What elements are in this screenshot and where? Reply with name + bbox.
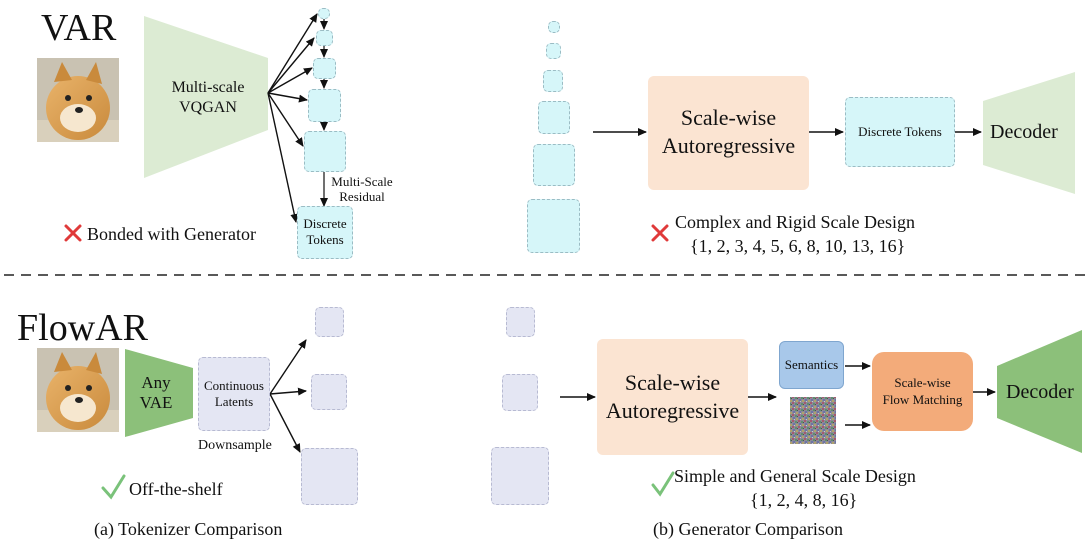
- var-decoder-shape: [983, 72, 1075, 194]
- discrete-tokens-line1: Discrete: [303, 216, 347, 231]
- gen-latent-scale-1: [506, 307, 535, 337]
- var-generator-line2: Autoregressive: [661, 133, 796, 158]
- gen-scale-3: [543, 70, 563, 92]
- discrete-tokens-line2: Tokens: [306, 232, 344, 247]
- discrete-tokens-output-label: Discrete Tokens: [858, 124, 942, 139]
- gen-scale-6: [527, 199, 580, 253]
- downsample-arrows: [269, 339, 307, 453]
- vqgan-encoder-shape: [144, 16, 268, 178]
- discrete-tokens-box: Discrete Tokens: [297, 206, 353, 259]
- residual-label-line1: Multi-Scale: [331, 174, 393, 189]
- discrete-tokens-output-box: Discrete Tokens: [845, 97, 955, 167]
- caption-generator: (b) Generator Comparison: [653, 519, 843, 539]
- continuous-latents-line1: Continuous: [204, 378, 264, 393]
- gen-scale-2: [546, 43, 561, 59]
- flowar-decoder-shape: [997, 330, 1082, 453]
- flowar-title: FlowAR: [17, 307, 148, 349]
- scale-token-3: [313, 58, 336, 79]
- var-title: VAR: [41, 7, 117, 49]
- var-decoder-label: Decoder: [990, 121, 1058, 143]
- con-generator-text: Complex and Rigid Scale Design: [675, 212, 915, 232]
- check-icon: [101, 474, 126, 500]
- vae-encoder-shape: [125, 349, 193, 437]
- flowar-decoder-label: Decoder: [1006, 381, 1074, 403]
- downsample-label: Downsample: [198, 438, 272, 453]
- check-icon: [651, 471, 675, 497]
- vqgan-arrows: [267, 13, 318, 223]
- flowar-flow-arrows: [560, 362, 996, 429]
- vqgan-label: Multi-scale VQGAN: [160, 78, 256, 118]
- pro-generator-text: Simple and General Scale Design: [674, 466, 916, 486]
- flowar-generator-box: Scale-wise Autoregressive: [597, 339, 748, 455]
- scale-token-1: [318, 8, 330, 19]
- cross-icon: [651, 224, 669, 242]
- noise-image: [790, 397, 836, 444]
- vae-label-line2: VAE: [139, 393, 173, 412]
- gen-latent-scale-2: [502, 374, 538, 411]
- gen-scale-1: [548, 21, 560, 33]
- caption-tokenizer: (a) Tokenizer Comparison: [94, 519, 283, 539]
- gen-scale-4: [538, 101, 570, 134]
- vae-label: Any VAE: [133, 373, 179, 413]
- gen-latent-scale-3: [491, 447, 549, 505]
- residual-label-line2: Residual: [339, 189, 385, 204]
- var-generator-box: Scale-wise Autoregressive: [648, 76, 809, 190]
- flowar-generator-line2: Autoregressive: [605, 398, 740, 423]
- vqgan-label-line1: Multi-scale: [171, 79, 245, 96]
- continuous-latents-line2: Latents: [214, 394, 254, 409]
- gen-scale-5: [533, 144, 575, 186]
- pro-tokenizer-text: Off-the-shelf: [129, 479, 223, 499]
- scale-token-4: [308, 89, 341, 122]
- var-generator-line1: Scale-wise: [680, 105, 777, 130]
- var-scales-text: {1, 2, 3, 4, 5, 6, 8, 10, 13, 16}: [690, 236, 906, 256]
- vqgan-label-line2: VQGAN: [179, 99, 237, 116]
- latent-scale-2: [311, 374, 347, 410]
- scale-token-2: [316, 30, 333, 46]
- flow-matching-box: Scale-wise Flow Matching: [872, 352, 973, 431]
- flowar-scales-text: {1, 2, 4, 8, 16}: [750, 490, 858, 510]
- continuous-latents-box: Continuous Latents: [198, 357, 270, 431]
- vae-label-line1: Any: [141, 373, 171, 392]
- latent-scale-3: [301, 448, 358, 505]
- residual-label: Multi-Scale Residual: [326, 174, 398, 204]
- latent-scale-1: [315, 307, 344, 337]
- semantics-label: Semantics: [784, 357, 839, 372]
- scale-token-5: [304, 131, 346, 172]
- con-tokenizer-text: Bonded with Generator: [87, 224, 256, 244]
- dog-image-bottom: [37, 348, 119, 432]
- flow-matching-line2: Flow Matching: [882, 392, 963, 407]
- flowar-generator-line1: Scale-wise: [624, 370, 721, 395]
- cross-icon: [64, 224, 82, 242]
- semantics-box: Semantics: [779, 341, 844, 389]
- dog-image-top: [37, 58, 119, 142]
- flow-matching-line1: Scale-wise: [894, 375, 951, 390]
